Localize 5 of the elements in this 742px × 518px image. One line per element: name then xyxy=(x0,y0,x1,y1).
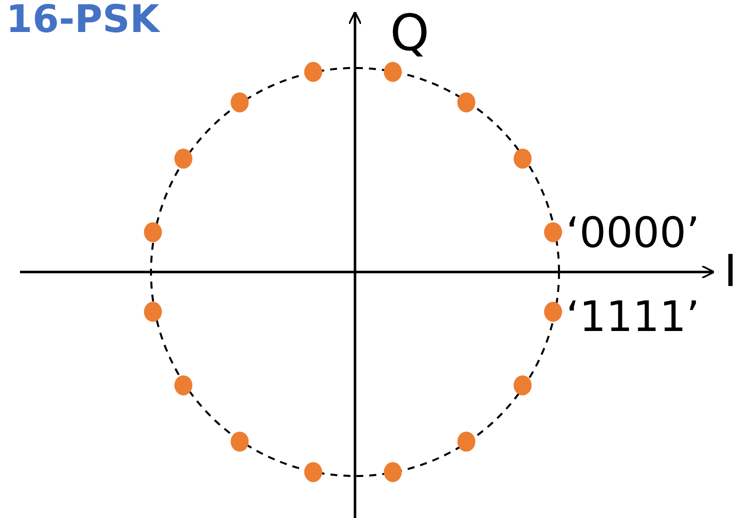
symbol-label: ‘1111’ xyxy=(566,296,700,338)
axis-label: I xyxy=(724,250,737,294)
symbol-label: ‘0000’ xyxy=(566,212,700,254)
title: 16-PSK xyxy=(6,0,160,38)
axis-label: Q xyxy=(390,8,430,58)
